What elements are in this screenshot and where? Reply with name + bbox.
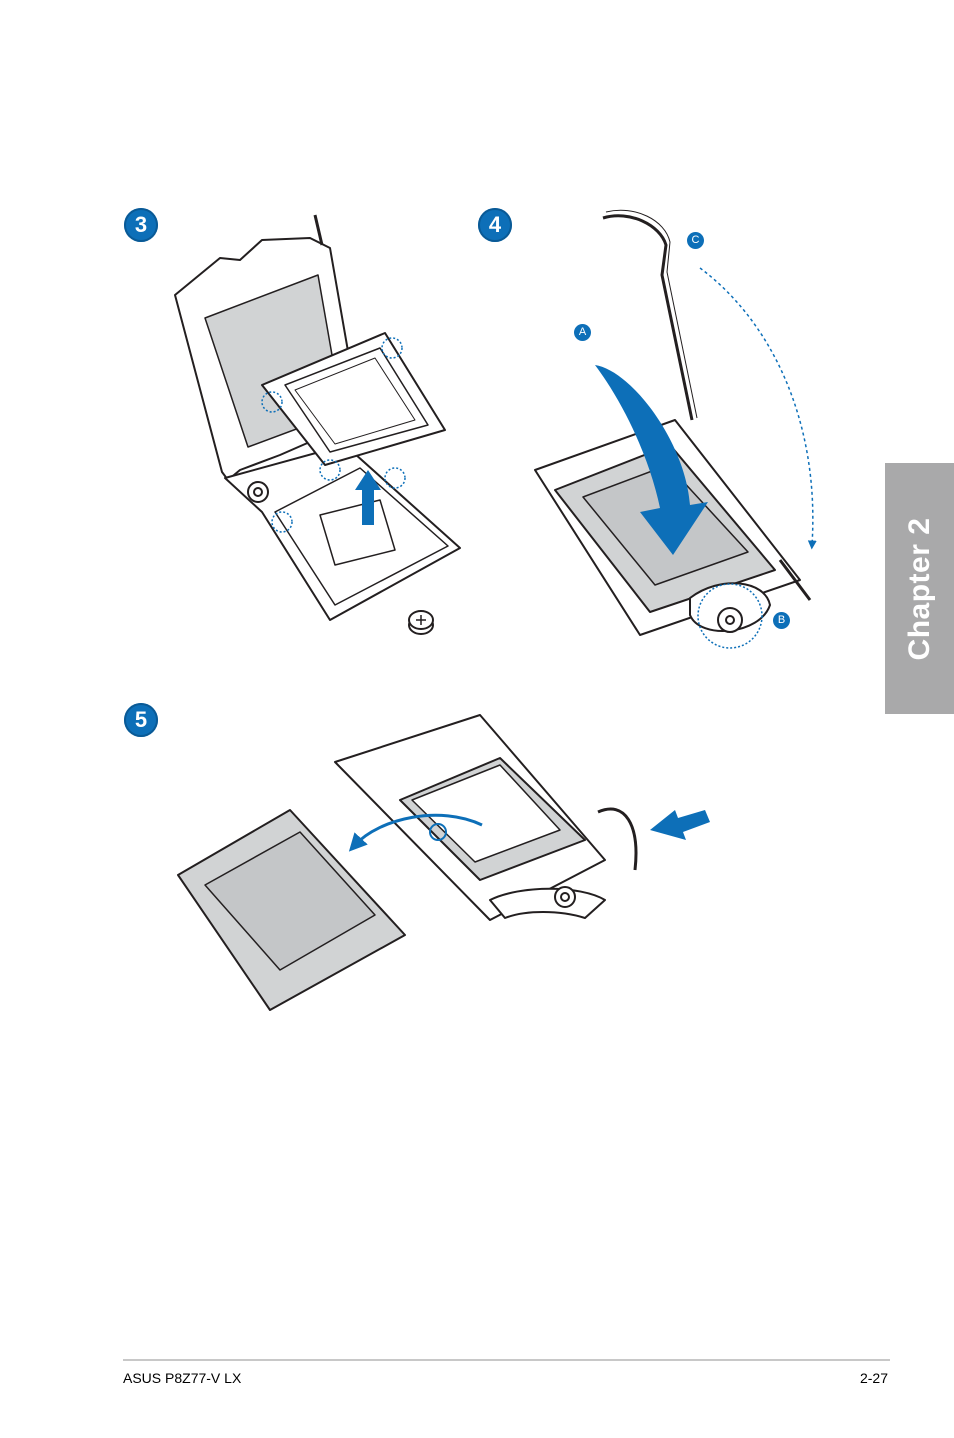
callout-b: B <box>773 612 790 629</box>
callout-a: A <box>574 324 591 341</box>
push-arrow <box>650 810 710 840</box>
step-5-illustration <box>178 715 710 1010</box>
footer-divider <box>123 1359 890 1361</box>
callout-c: C <box>687 232 704 249</box>
socket-base <box>225 445 460 620</box>
footer-product: ASUS P8Z77-V LX <box>123 1370 241 1386</box>
step-3-illustration <box>175 215 460 634</box>
chapter-tab: Chapter 2 <box>885 463 954 714</box>
cpu-install-illustrations <box>0 0 954 1100</box>
chapter-tab-label: Chapter 2 <box>903 517 937 660</box>
footer-page-number: 2-27 <box>860 1370 888 1386</box>
step-4-illustration <box>535 210 813 648</box>
